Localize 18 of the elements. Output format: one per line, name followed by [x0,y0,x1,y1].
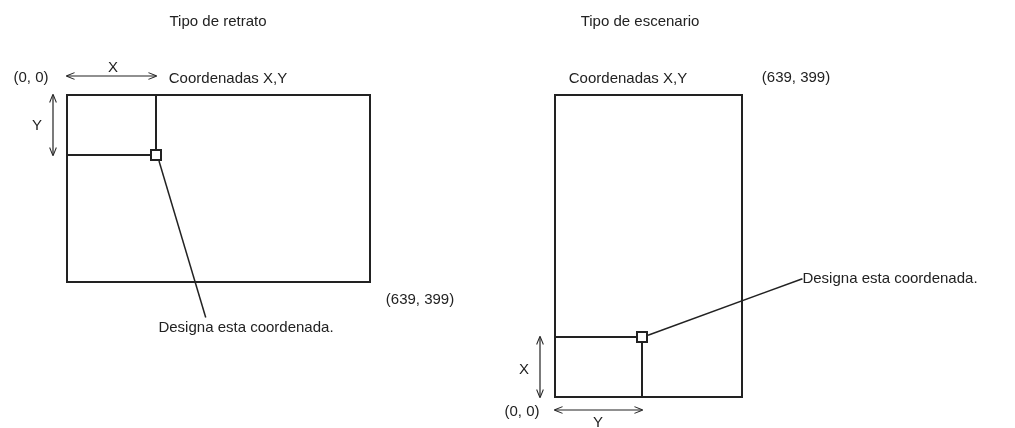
coordinate-label: (0, 0) [504,401,540,419]
coordinate-label: (0, 0) [13,67,49,85]
axis-label: X [108,57,118,75]
axis-caption: Coordenadas X,Y [568,68,688,86]
target-square [636,331,648,343]
callout-text: Designa esta coordenada. [802,268,978,286]
axis-caption: Coordenadas X,Y [168,68,288,86]
leader-line [647,277,804,336]
coordinate-label: (639, 399) [385,289,455,307]
leader-line [158,160,207,319]
axis-label: X [519,359,529,377]
axis-label: Y [593,412,603,428]
panel-title: Tipo de retrato [169,11,267,29]
axis-label: Y [32,115,42,133]
target-square [150,149,162,161]
coordinate-label: (639, 399) [761,67,831,85]
callout-text: Designa esta coordenada. [158,317,334,335]
panel-title: Tipo de escenario [580,11,700,29]
